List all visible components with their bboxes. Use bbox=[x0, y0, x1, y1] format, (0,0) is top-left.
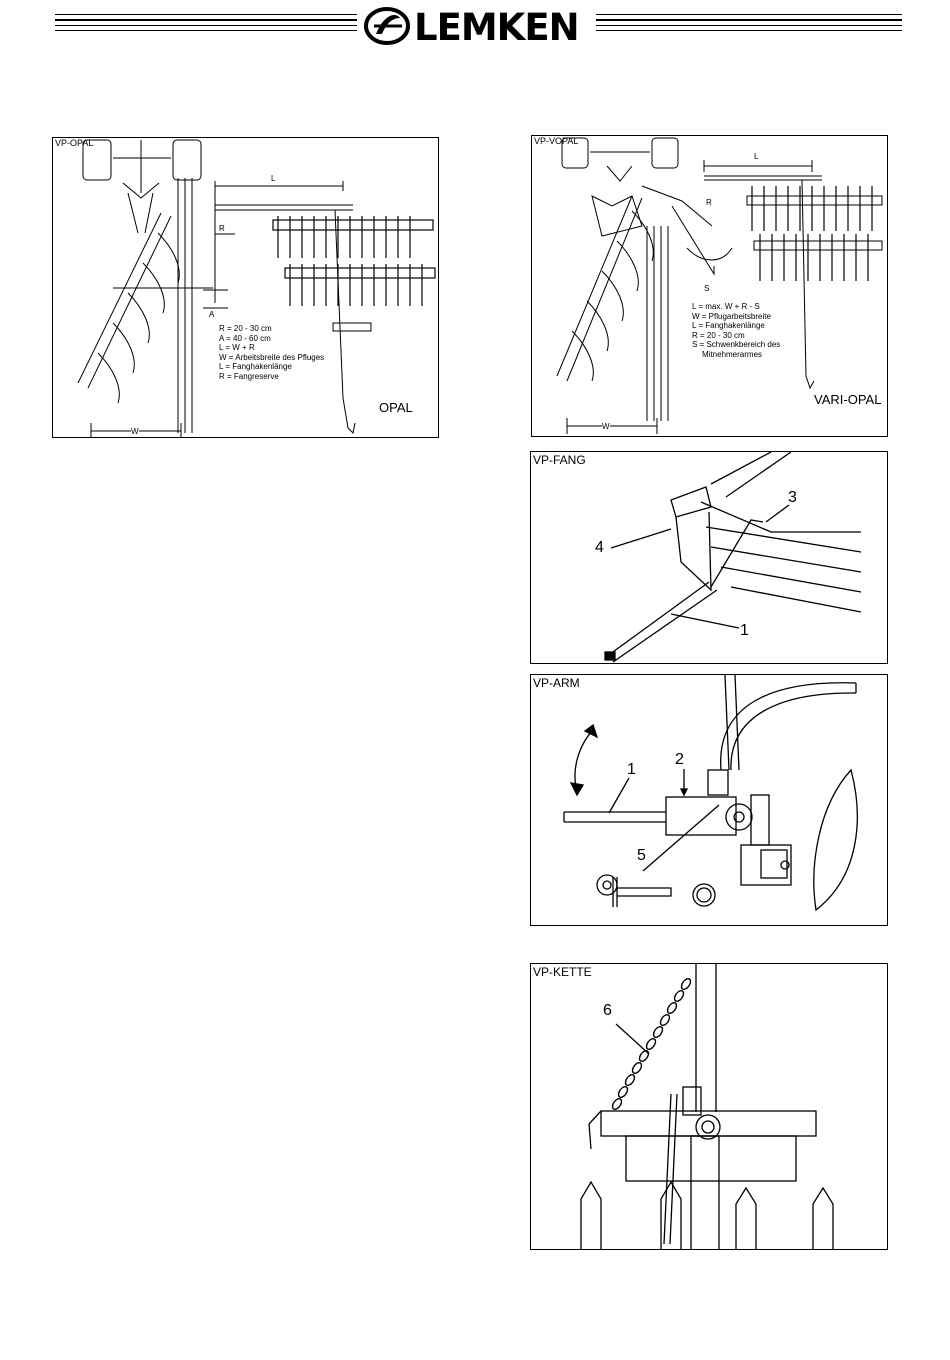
callout-2: 2 bbox=[675, 751, 684, 768]
vari-opal-illustration bbox=[556, 137, 883, 434]
model-name: VARI-OPAL bbox=[814, 392, 882, 407]
legend-line: L = max. W + R - S bbox=[692, 302, 760, 311]
dim-label-W: W bbox=[602, 422, 610, 432]
callout-4: 4 bbox=[595, 539, 604, 556]
callout-5: 5 bbox=[637, 847, 646, 864]
legend-line: R = Fangreserve bbox=[219, 371, 279, 381]
legend-line: R = 20 - 30 cm bbox=[692, 330, 745, 340]
page-header: LEMKEN bbox=[0, 0, 950, 60]
lemken-emblem-icon bbox=[364, 7, 410, 45]
figure-tag: VP-KETTE bbox=[533, 965, 592, 979]
legend-line: Mitnehmerarmes bbox=[702, 349, 763, 359]
legend-line: L = Fanghakenlänge bbox=[219, 362, 292, 372]
header-rule-left bbox=[55, 14, 357, 36]
legend-line: L = W + R bbox=[219, 343, 255, 353]
header-rule-right bbox=[596, 14, 902, 36]
brand-name: LEMKEN bbox=[414, 6, 580, 49]
dim-label-W: W bbox=[131, 427, 139, 437]
dim-label-S: S bbox=[704, 284, 710, 293]
legend-line: A = 40 - 60 cm bbox=[219, 333, 271, 343]
callout-1: 1 bbox=[740, 622, 749, 639]
dim-label-L: L bbox=[754, 152, 759, 161]
dim-label-R: R bbox=[219, 224, 225, 233]
legend-line: L = Fanghakenlänge bbox=[692, 321, 765, 331]
model-name: OPAL bbox=[379, 400, 413, 415]
figure-fang: VP-FANG 1 3 4 bbox=[530, 451, 888, 664]
fang-illustration bbox=[604, 452, 862, 663]
opal-illustration bbox=[77, 139, 436, 437]
dimension-legend: R = 20 - 30 cm A = 40 - 60 cm L = W + R … bbox=[219, 324, 324, 382]
figure-vari-opal: VP-VOPAL L R S W L = max. W + R - S W = … bbox=[531, 135, 888, 437]
callout-6: 6 bbox=[603, 1002, 612, 1019]
figure-tag: VP-OPAL bbox=[55, 138, 94, 148]
legend-line: R = 20 - 30 cm bbox=[219, 324, 272, 333]
dim-label-L: L bbox=[271, 174, 276, 183]
figure-kette: VP-KETTE 6 bbox=[530, 963, 888, 1250]
callout-1: 1 bbox=[627, 761, 636, 778]
callout-3: 3 bbox=[788, 489, 797, 506]
figure-tag: VP-VOPAL bbox=[534, 136, 579, 146]
figure-tag: VP-FANG bbox=[533, 453, 586, 467]
brand-logo: LEMKEN bbox=[362, 4, 592, 49]
legend-line: W = Pflugarbeitsbreite bbox=[692, 311, 771, 321]
dim-label-R: R bbox=[706, 198, 712, 207]
dim-label-A: A bbox=[209, 310, 215, 319]
dimension-legend: L = max. W + R - S W = Pflugarbeitsbreit… bbox=[692, 302, 780, 360]
legend-line: W = Arbeitsbreite des Pfluges bbox=[219, 352, 325, 362]
figure-arm: VP-ARM 1 2 5 bbox=[530, 674, 888, 926]
legend-line: S = Schwenkbereich des bbox=[692, 340, 781, 350]
arm-illustration bbox=[563, 675, 858, 912]
figure-tag: VP-ARM bbox=[533, 676, 580, 690]
figure-opal: VP-OPAL L R A W R = 20 - 30 cm A = 40 - … bbox=[52, 137, 439, 438]
kette-illustration bbox=[580, 964, 834, 1249]
